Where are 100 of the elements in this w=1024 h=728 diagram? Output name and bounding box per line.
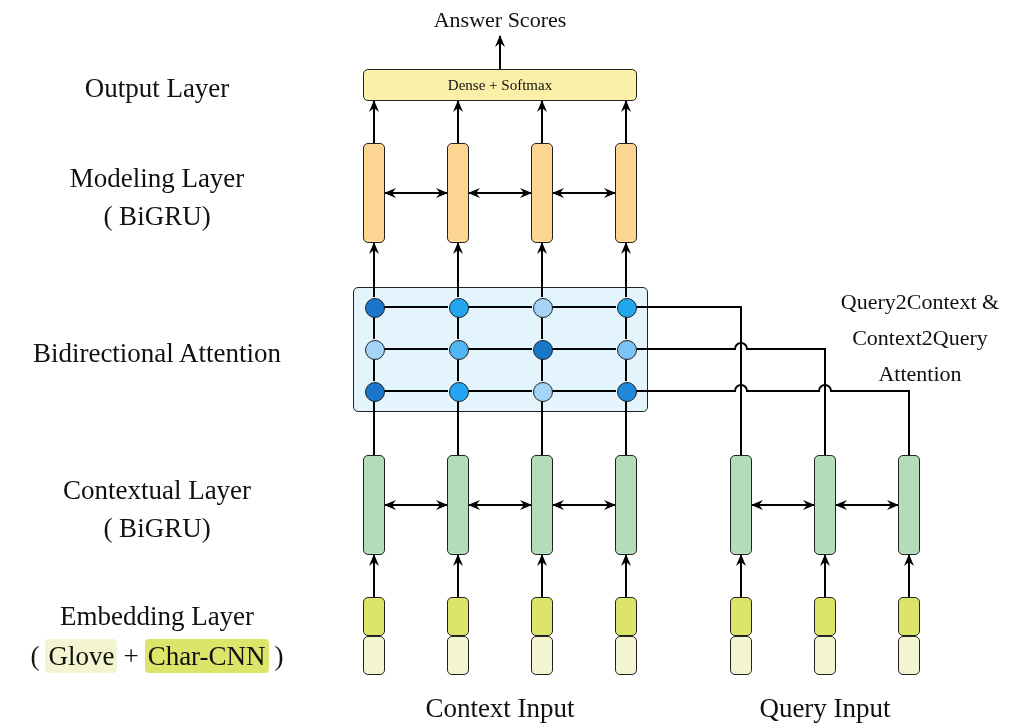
connector-line <box>457 358 459 382</box>
connector-line <box>635 306 742 456</box>
arrow <box>453 554 463 598</box>
bracket-text: ) <box>274 640 284 673</box>
layer-label: Output Layer <box>83 72 231 105</box>
word-embedding-box <box>447 636 469 675</box>
dense-layer-box: Dense + Softmax <box>363 69 637 101</box>
attention-panel <box>353 287 648 412</box>
word-embedding-box <box>730 636 752 675</box>
attention-node <box>533 298 553 318</box>
attention-node <box>365 382 385 402</box>
connector-line <box>467 306 533 308</box>
arrow <box>537 554 547 598</box>
layer-label: Query2Context & Context2Query Attention <box>839 288 1001 388</box>
contextual-cell-bar <box>615 455 637 555</box>
layer-label: ( BiGRU) <box>102 512 212 545</box>
connector-line <box>373 358 375 382</box>
contextual-cell-bar <box>363 455 385 555</box>
char-embedding-box <box>615 597 637 636</box>
connector-line <box>551 390 617 392</box>
attention-node <box>533 382 553 402</box>
attention-node <box>617 298 637 318</box>
connector-line <box>467 390 533 392</box>
connector-line <box>541 316 543 340</box>
modeling-cell-bar <box>615 143 637 243</box>
connector-line <box>383 306 449 308</box>
connector-line <box>373 316 375 340</box>
attention-node <box>617 382 637 402</box>
highlighted-term: Char-CNN <box>144 639 269 674</box>
arrow <box>621 554 631 598</box>
bracket-text: + <box>123 640 139 673</box>
word-embedding-box <box>814 636 836 675</box>
arrow <box>453 100 463 144</box>
modeling-cell-bar <box>363 143 385 243</box>
connector-line <box>551 348 617 350</box>
word-embedding-box <box>531 636 553 675</box>
arrow <box>621 100 631 144</box>
bracket-text: ( <box>30 640 40 673</box>
modeling-cell-bar <box>531 143 553 243</box>
arrow <box>453 242 463 298</box>
connector-line <box>383 348 449 350</box>
arrow <box>369 100 379 144</box>
attention-node <box>533 340 553 360</box>
arrow <box>495 35 505 70</box>
modeling-cell-bar <box>447 143 469 243</box>
connector-line <box>383 390 449 392</box>
char-embedding-box <box>730 597 752 636</box>
layer-label: Bidirectional Attention <box>31 337 283 370</box>
arrow <box>384 500 448 510</box>
connector-line <box>635 384 910 456</box>
arrow <box>820 554 830 598</box>
layer-label: Embedding Layer <box>58 600 256 633</box>
connector-line <box>635 342 826 456</box>
contextual-cell-bar <box>730 455 752 555</box>
word-embedding-box <box>615 636 637 675</box>
connector-line <box>625 400 627 456</box>
connector-line <box>625 316 627 340</box>
arrow <box>552 188 616 198</box>
arrow <box>384 188 448 198</box>
char-embedding-box <box>363 597 385 636</box>
arrow <box>369 554 379 598</box>
attention-node <box>449 382 469 402</box>
contextual-cell-bar <box>814 455 836 555</box>
arrow <box>468 188 532 198</box>
connector-line <box>373 400 375 456</box>
layer-label: Modeling Layer <box>68 162 246 195</box>
connector-line <box>457 316 459 340</box>
layer-label: ( BiGRU) <box>102 200 212 233</box>
arrow <box>904 554 914 598</box>
word-embedding-box <box>363 636 385 675</box>
char-embedding-box <box>898 597 920 636</box>
contextual-cell-bar <box>898 455 920 555</box>
attention-node <box>449 298 469 318</box>
attention-node <box>365 340 385 360</box>
contextual-cell-bar <box>531 455 553 555</box>
arrow <box>736 554 746 598</box>
layer-label: Context Input <box>424 692 576 725</box>
connector-line <box>467 348 533 350</box>
output-label: Answer Scores <box>390 2 610 36</box>
arrow <box>621 242 631 298</box>
connector-line <box>551 306 617 308</box>
arrow <box>537 242 547 298</box>
connector-line <box>541 400 543 456</box>
highlighted-term: Glove <box>45 639 118 674</box>
layer-label: Contextual Layer <box>61 474 253 507</box>
word-embedding-box <box>898 636 920 675</box>
char-embedding-box <box>531 597 553 636</box>
layer-label: Query Input <box>758 692 892 725</box>
char-embedding-box <box>447 597 469 636</box>
connector-line <box>625 358 627 382</box>
arrow <box>468 500 532 510</box>
attention-node <box>365 298 385 318</box>
connector-line <box>541 358 543 382</box>
arrow <box>552 500 616 510</box>
attention-node <box>617 340 637 360</box>
attention-node <box>449 340 469 360</box>
contextual-cell-bar <box>447 455 469 555</box>
arrow <box>537 100 547 144</box>
arrow <box>751 500 815 510</box>
connector-line <box>457 400 459 456</box>
